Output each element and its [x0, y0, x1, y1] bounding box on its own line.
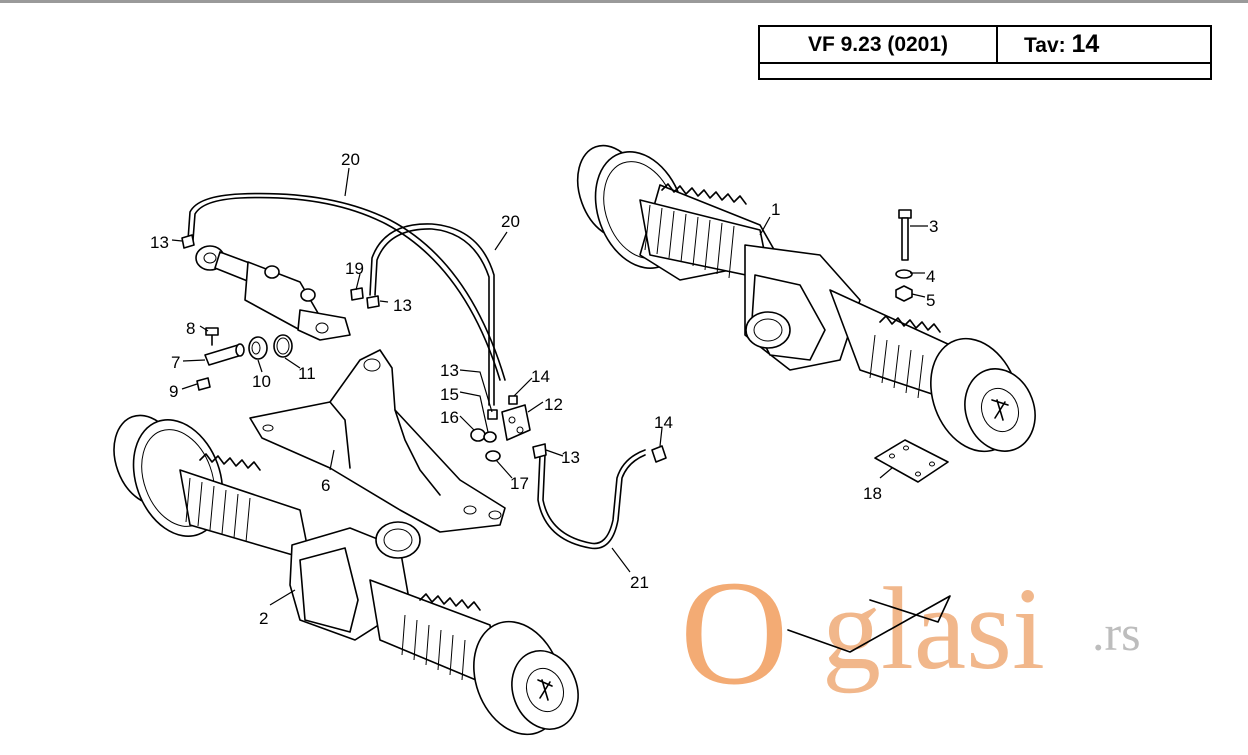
top-rule	[0, 0, 1248, 3]
callout-7: 7	[171, 353, 180, 372]
watermark-suffix: .rs	[1092, 605, 1141, 661]
callout-21: 21	[630, 573, 649, 592]
callout-19: 19	[345, 259, 364, 278]
callout-18: 18	[863, 484, 882, 503]
callout-3: 3	[929, 217, 938, 236]
callout-16: 16	[440, 408, 459, 427]
callout-14-plug: 14	[654, 413, 673, 432]
bolt-washer-nut	[895, 209, 913, 302]
callout-17: 17	[510, 474, 529, 493]
callout-13-fitting: 13	[393, 296, 412, 315]
watermark-text: glasi	[822, 563, 1045, 694]
callout-13-elbow: 13	[561, 448, 580, 467]
watermark-letter-o: O	[680, 550, 788, 716]
axle-bracket	[249, 349, 506, 533]
watermark-logo: O glasi .rs	[680, 550, 1141, 716]
callout-9: 9	[169, 382, 178, 401]
table-number: Tav: 14	[998, 27, 1210, 64]
shim-plate	[874, 439, 949, 483]
drawing-code: VF 9.23 (0201)	[760, 27, 998, 64]
callout-12: 12	[544, 395, 563, 414]
leader-lines	[171, 167, 928, 606]
callout-2: 2	[259, 609, 268, 628]
rear-axle	[113, 414, 579, 736]
tav-label: Tav:	[1024, 34, 1066, 57]
callout-13-cylinder: 13	[150, 233, 169, 252]
front-axle	[576, 144, 1036, 453]
callout-10: 10	[252, 372, 271, 391]
callout-13-valve: 13	[440, 361, 459, 380]
tav-number: 14	[1071, 30, 1100, 58]
callout-15: 15	[440, 385, 459, 404]
callout-8: 8	[186, 319, 195, 338]
callout-20-right: 20	[501, 212, 520, 231]
steering-cylinder	[195, 245, 351, 341]
callout-4: 4	[926, 267, 935, 286]
callout-14-valve: 14	[531, 367, 550, 386]
callout-labels: 1 2 3 4 5 6 7 8 9 10 11 12 13 13 13 13 1…	[150, 150, 938, 628]
title-block: VF 9.23 (0201) Tav: 14	[758, 25, 1212, 80]
hoses	[187, 192, 646, 550]
callout-6: 6	[321, 476, 330, 495]
valve-block	[181, 234, 667, 463]
callout-11: 11	[298, 364, 316, 383]
callout-1: 1	[771, 200, 780, 219]
pin-and-bushings	[196, 327, 293, 391]
callout-20-left: 20	[341, 150, 360, 169]
callout-5: 5	[926, 291, 935, 310]
